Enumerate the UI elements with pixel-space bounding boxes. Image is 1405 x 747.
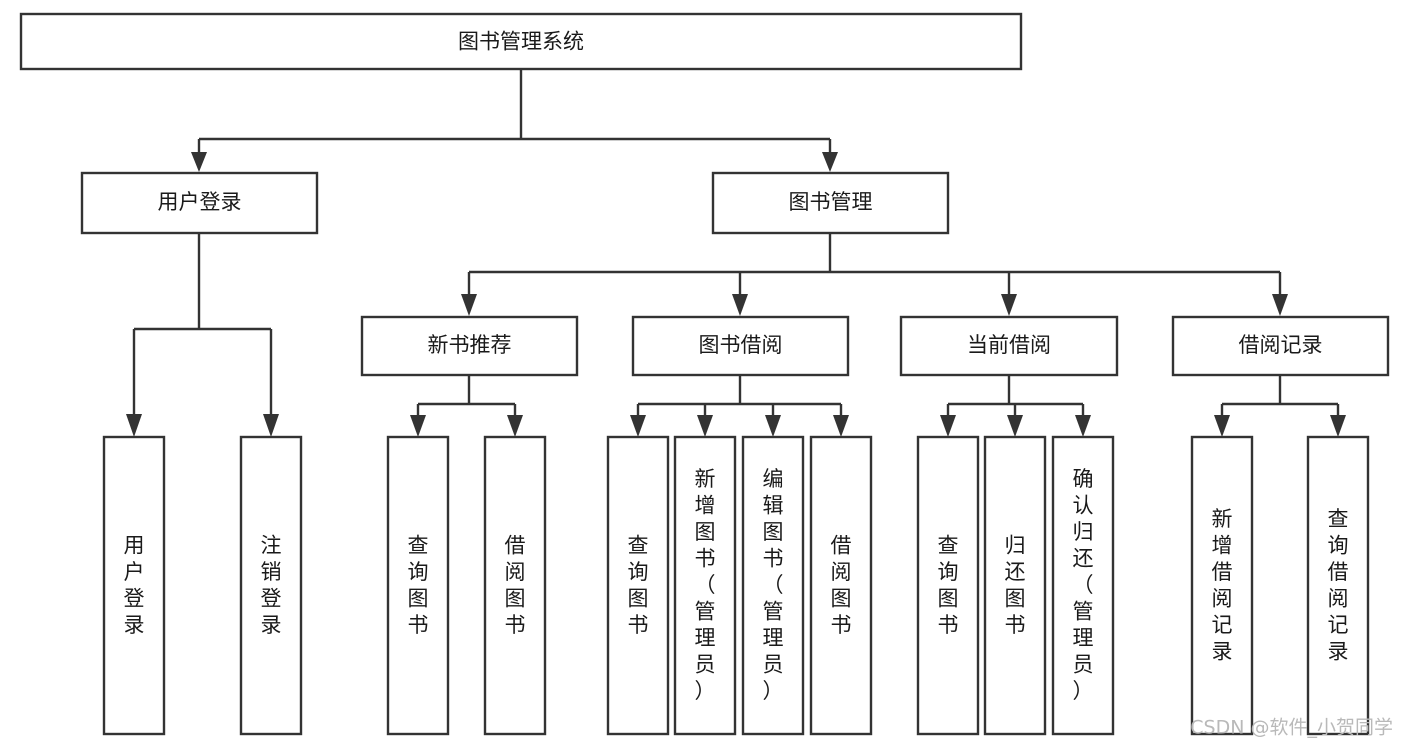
leaf-record-query-record[interactable]: 查询借阅记录 [1306, 435, 1370, 736]
connector-group-user-login [126, 233, 279, 437]
node-user-login[interactable]: 用户登录 [80, 171, 319, 235]
node-book-manage[interactable]: 图书管理 [711, 171, 950, 235]
node-new-book-recommend-box[interactable] [360, 315, 579, 377]
arrow-head-borrow-2 [697, 415, 713, 437]
leaf-logout-box[interactable] [239, 435, 303, 736]
csdn-watermark: CSDN @软件_小贺同学 [1190, 717, 1393, 739]
leaf-newbook-borrow-book-box[interactable] [483, 435, 547, 736]
leaf-current-query-book-label: 查询图书 [938, 533, 959, 637]
node-book-borrow-box[interactable] [631, 315, 850, 377]
node-book-borrow[interactable]: 图书借阅 [631, 315, 850, 377]
arrow-head-manage-2 [732, 294, 748, 316]
leaf-newbook-borrow-book[interactable]: 借阅图书 [483, 435, 547, 736]
leaf-borrow-query-book[interactable]: 查询图书 [606, 435, 670, 736]
leaf-record-add-record[interactable]: 新增借阅记录 [1190, 435, 1254, 736]
node-book-manage-label: 图书管理 [789, 190, 873, 214]
node-user-login-box[interactable] [80, 171, 319, 235]
node-new-book-recommend[interactable]: 新书推荐 [360, 315, 579, 377]
arrow-head-newbook-1 [410, 415, 426, 437]
leaf-current-query-book[interactable]: 查询图书 [916, 435, 980, 736]
leaf-newbook-borrow-book-label: 借阅图书 [505, 533, 526, 637]
leaf-newbook-query-book-label: 查询图书 [408, 533, 429, 637]
leaf-borrow-add-book[interactable]: 新增图书（管理员） [673, 435, 737, 736]
arrow-head-current-3 [1075, 415, 1091, 437]
leaf-current-return-book[interactable]: 归还图书 [983, 435, 1047, 736]
node-current-borrow-label: 当前借阅 [967, 333, 1051, 357]
node-book-manage-box[interactable] [711, 171, 950, 235]
arrow-head-borrow-3 [765, 415, 781, 437]
node-borrow-record[interactable]: 借阅记录 [1171, 315, 1390, 377]
node-book-borrow-label: 图书借阅 [699, 333, 783, 357]
node-borrow-record-label: 借阅记录 [1239, 333, 1323, 357]
node-root-system[interactable]: 图书管理系统 [19, 12, 1023, 71]
leaf-borrow-borrow-book-label: 借阅图书 [831, 533, 852, 637]
leaf-borrow-edit-book-box[interactable] [741, 435, 805, 736]
arrow-head-manage-4 [1272, 294, 1288, 316]
leaf-borrow-edit-book[interactable]: 编辑图书（管理员） [741, 435, 805, 736]
leaf-current-return-book-label: 归还图书 [1005, 533, 1026, 637]
leaf-record-add-record-box[interactable] [1190, 435, 1254, 736]
leaf-borrow-query-book-label: 查询图书 [628, 533, 649, 637]
arrow-head-root-1 [191, 152, 207, 172]
arrow-head-user-1 [126, 414, 142, 437]
arrow-head-user-2 [263, 414, 279, 437]
arrow-head-current-1 [940, 415, 956, 437]
node-current-borrow-box[interactable] [899, 315, 1119, 377]
arrow-head-manage-1 [461, 294, 477, 316]
leaf-logout[interactable]: 注销登录 [239, 435, 303, 736]
leaf-borrow-add-book-label: 新增图书（管理员） [695, 467, 716, 703]
arrow-head-borrow-4 [833, 415, 849, 437]
node-borrow-record-box[interactable] [1171, 315, 1390, 377]
leaf-current-confirm-return[interactable]: 确认归还（管理员） [1051, 435, 1115, 736]
node-user-login-label: 用户登录 [158, 190, 242, 214]
leaf-newbook-query-book[interactable]: 查询图书 [386, 435, 450, 736]
connector-group-current [940, 375, 1091, 437]
leaf-borrow-add-book-box[interactable] [673, 435, 737, 736]
leaf-current-confirm-return-box[interactable] [1051, 435, 1115, 736]
leaf-user-login-box[interactable] [102, 435, 166, 736]
node-root-box[interactable] [19, 12, 1023, 71]
leaf-current-query-book-box[interactable] [916, 435, 980, 736]
arrow-head-record-1 [1214, 415, 1230, 437]
node-root-label: 图书管理系统 [458, 30, 584, 54]
connector-group-borrow [630, 375, 849, 437]
leaf-borrow-borrow-book[interactable]: 借阅图书 [809, 435, 873, 736]
connector-group-new-book [410, 375, 523, 437]
leaf-user-login-label: 用户登录 [124, 533, 145, 637]
leaf-record-add-record-label: 新增借阅记录 [1212, 507, 1233, 664]
leaf-user-login[interactable]: 用户登录 [102, 435, 166, 736]
connector-group-root [191, 69, 838, 172]
connector-group-book-manage [461, 233, 1288, 316]
leaf-record-query-record-box[interactable] [1306, 435, 1370, 736]
leaf-newbook-query-book-box[interactable] [386, 435, 450, 736]
arrow-head-record-2 [1330, 415, 1346, 437]
leaf-current-confirm-return-label: 确认归还（管理员） [1073, 467, 1094, 703]
arrow-head-borrow-1 [630, 415, 646, 437]
connector-group-record [1214, 375, 1346, 437]
node-new-book-recommend-label: 新书推荐 [428, 333, 512, 357]
arrow-head-current-2 [1007, 415, 1023, 437]
arrow-head-manage-3 [1001, 294, 1017, 316]
leaf-record-query-record-label: 查询借阅记录 [1328, 507, 1349, 664]
leaf-borrow-query-book-box[interactable] [606, 435, 670, 736]
arrow-head-newbook-2 [507, 415, 523, 437]
leaf-borrow-edit-book-label: 编辑图书（管理员） [763, 467, 784, 703]
leaf-borrow-borrow-book-box[interactable] [809, 435, 873, 736]
leaf-logout-label: 注销登录 [261, 533, 282, 637]
node-current-borrow[interactable]: 当前借阅 [899, 315, 1119, 377]
arrow-head-root-2 [822, 152, 838, 172]
leaf-current-return-book-box[interactable] [983, 435, 1047, 736]
